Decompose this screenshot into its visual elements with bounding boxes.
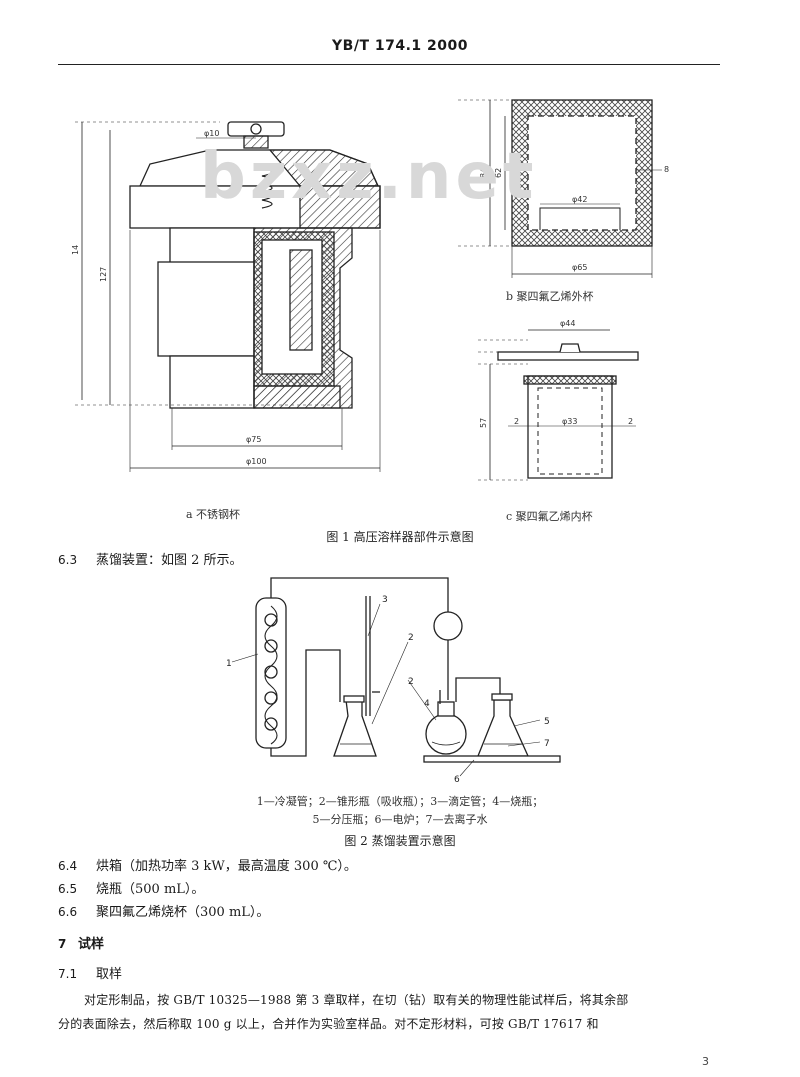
fig1a-dim-inner-width: φ75 [246, 435, 261, 444]
list-item: 6.5 烧瓶（500 mL）。 [58, 879, 204, 900]
standard-code-header: YB/T 174.1 2000 [332, 38, 468, 54]
fig1c-dim-left: 2 [514, 417, 519, 426]
section-6-3-text: 蒸馏装置：如图 2 所示。 [96, 553, 243, 568]
section-7-1-title: 取样 [96, 967, 123, 982]
figure1-title: 图 1 高压溶样器部件示意图 [326, 530, 474, 544]
fig1a-dim-top: φ10 [204, 129, 219, 138]
fig2-label-2b: 2 [408, 677, 414, 687]
section-7-number: 7 [58, 937, 67, 951]
fig2-label-1: 1 [226, 659, 232, 669]
fig1a-vessel-drawing [75, 121, 381, 472]
fig1a-dim-outer-width: φ100 [246, 457, 267, 466]
fig1c-dim-top: φ44 [560, 319, 575, 328]
fig2-callout-labels: 1 3 2 2 4 5 7 6 [226, 595, 550, 785]
fig1c-inner-cup-drawing [478, 329, 639, 481]
fig2-label-4: 4 [424, 699, 430, 709]
section-7-heading: 7 试样 [58, 934, 104, 955]
fig1a-dim-height-2: 127 [99, 267, 108, 282]
watermark-text: bzxz.net [200, 140, 538, 214]
list-item: 6.6 聚四氟乙烯烧杯（300 mL）。 [58, 902, 269, 923]
fig2-label-3: 3 [382, 595, 388, 605]
figure2-title: 图 2 蒸馏装置示意图 [344, 834, 456, 848]
fig1c-dim-right: 2 [628, 417, 633, 426]
fig1c-caption: c 聚四氟乙烯内杯 [506, 510, 593, 523]
fig1b-outer-cup-drawing [458, 99, 662, 278]
item-number: 6.6 [58, 905, 78, 919]
section-7-1-paragraph-line-1: 对定形制品，按 GB/T 10325—1988 第 3 章取样，在切（钻）取有关… [84, 993, 629, 1007]
section-7-title: 试样 [78, 937, 105, 952]
fig2-label-6: 6 [454, 775, 460, 785]
page-number: 3 [702, 1055, 709, 1068]
section-7-1-heading: 7.1 取样 [58, 964, 122, 985]
fig1b-dim-width: φ65 [572, 263, 587, 272]
section-7-1-number: 7.1 [58, 967, 78, 981]
item-number: 6.4 [58, 859, 78, 873]
item-text: 烘箱（加热功率 3 kW，最高温度 300 ℃）。 [96, 859, 357, 874]
fig2-legend-line-2: 5—分压瓶；6—电炉；7—去离子水 [312, 813, 488, 826]
fig2-label-2a: 2 [408, 633, 414, 643]
fig1c-dim-height: 57 [479, 418, 488, 428]
item-text: 烧瓶（500 mL）。 [96, 882, 205, 897]
fig2-label-7: 7 [544, 739, 550, 749]
section-7-1-paragraph-line-2: 分的表面除去，然后称取 100 g 以上，合并作为实验室样品。对不定形材料，可按… [58, 1017, 599, 1031]
fig1b-dim-inner: φ42 [572, 195, 587, 204]
fig1c-dim-inner: φ33 [562, 417, 577, 426]
fig1b-caption: b 聚四氟乙烯外杯 [506, 290, 594, 303]
item-number: 6.5 [58, 882, 78, 896]
fig2-label-5: 5 [544, 717, 550, 727]
fig1b-dim-height-2: 62 [494, 168, 503, 178]
section-6-3: 6.3 蒸馏装置：如图 2 所示。 [58, 550, 243, 571]
header-rule [58, 64, 720, 65]
fig1a-dim-height-1: 14 [71, 245, 80, 255]
fig2-legend-line-1: 1—冷凝管；2—锥形瓶（吸收瓶）；3—滴定管；4—烧瓶； [256, 795, 544, 808]
section-6-3-number: 6.3 [58, 553, 78, 567]
list-item: 6.4 烘箱（加热功率 3 kW，最高温度 300 ℃）。 [58, 856, 357, 877]
fig1b-dim-side: 8 [664, 165, 669, 174]
fig1a-caption: a 不锈钢杯 [186, 508, 241, 521]
item-text: 聚四氟乙烯烧杯（300 mL）。 [96, 905, 270, 920]
fig1b-dim-height-1: 84 [479, 168, 488, 178]
fig2-distillation-drawing [231, 577, 561, 777]
